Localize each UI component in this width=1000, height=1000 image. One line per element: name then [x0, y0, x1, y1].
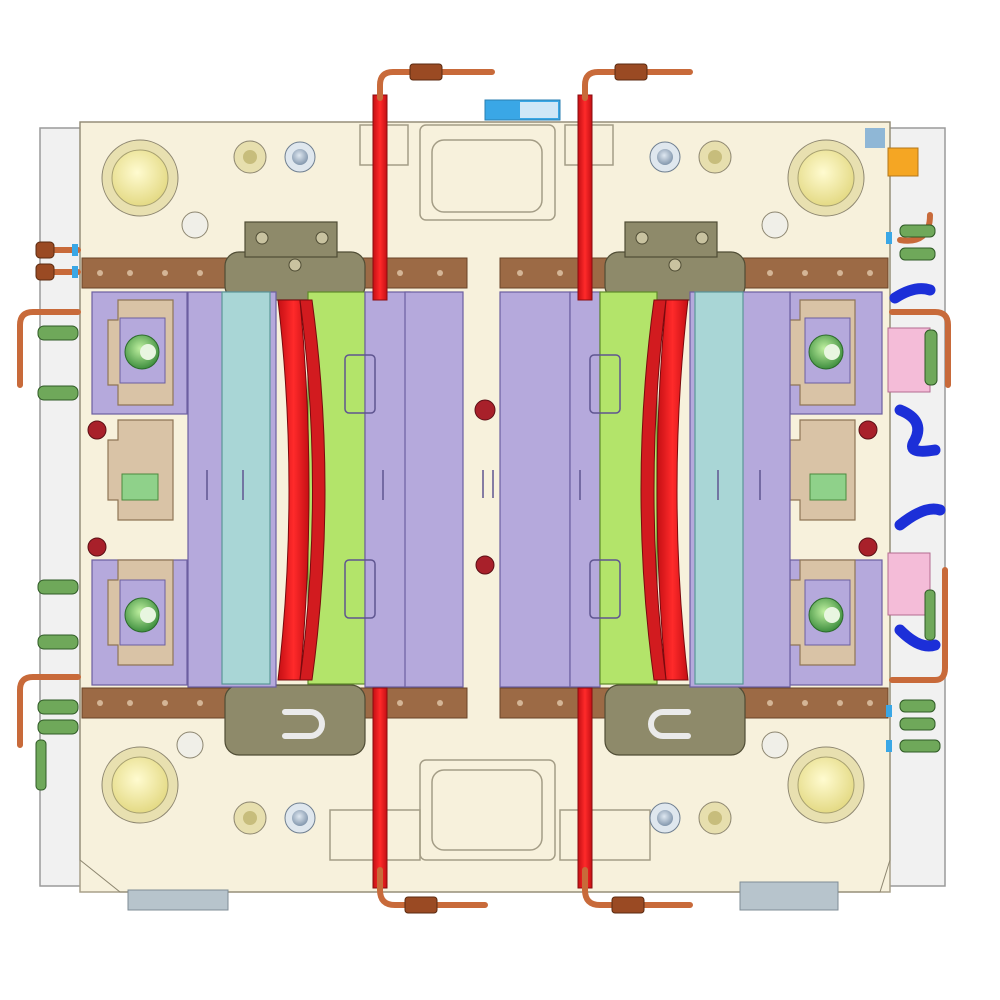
- slot-marks: [206, 354, 761, 619]
- leader-pins: [101, 139, 865, 824]
- foot-right: [739, 881, 839, 911]
- hose-icon: [889, 309, 951, 388]
- hose-icon: [894, 624, 941, 652]
- top-pocket: [419, 124, 556, 221]
- water-fitting-icon: [124, 597, 160, 633]
- pink-pad-top: [887, 327, 931, 393]
- pink-pad-bottom: [887, 552, 931, 616]
- right-connectors: [886, 212, 951, 753]
- bolt-icon: [649, 141, 681, 173]
- water-fitting-icon: [124, 334, 160, 370]
- hose-icon: [894, 503, 946, 531]
- bolt-icon: [649, 802, 681, 834]
- bolt-icon: [233, 140, 267, 174]
- hose-icon: [894, 404, 941, 457]
- leader-pin-icon: [787, 139, 865, 217]
- leader-pin-icon: [787, 746, 865, 824]
- hose-icon: [582, 69, 693, 101]
- red-cores: [277, 299, 689, 681]
- bolt-icon: [698, 140, 732, 174]
- studs: [87, 399, 878, 575]
- water-fitting-icon: [808, 597, 844, 633]
- bolts: [176, 140, 789, 835]
- bolt-icon: [284, 802, 316, 834]
- left-connectors: [17, 241, 81, 791]
- bolt-icon: [181, 211, 209, 239]
- rail-bolt-holes: [97, 270, 873, 706]
- hose-icon: [582, 867, 693, 908]
- leader-pin-icon: [101, 746, 179, 824]
- bolt-icon: [698, 801, 732, 835]
- hose-icon: [377, 69, 495, 101]
- foot-left: [127, 889, 229, 911]
- bolt-icon: [761, 211, 789, 239]
- orange-block: [887, 147, 919, 177]
- middle-green-tabs: [121, 473, 847, 501]
- bolt-icon: [176, 731, 204, 759]
- hose-icon: [17, 309, 81, 388]
- hose-icon: [889, 567, 948, 683]
- hose-icon: [377, 867, 488, 908]
- cooling-lines: [372, 94, 593, 889]
- outer-frame: [39, 121, 946, 893]
- lifting-handle-icon: [648, 709, 691, 739]
- lifting-handles: [282, 709, 691, 739]
- bolt-icon: [761, 731, 789, 759]
- copper-hoses: [377, 69, 693, 908]
- bolt-icon: [284, 141, 316, 173]
- hose-icon: [889, 283, 936, 304]
- olive-bolts: [255, 231, 709, 272]
- corner-tab: [865, 128, 885, 148]
- hose-icon: [17, 674, 81, 748]
- leader-pin-icon: [101, 139, 179, 217]
- hose-couplings: [404, 63, 648, 914]
- lifting-handle-icon: [282, 709, 325, 739]
- bolt-icon: [233, 801, 267, 835]
- water-fitting-icon: [808, 334, 844, 370]
